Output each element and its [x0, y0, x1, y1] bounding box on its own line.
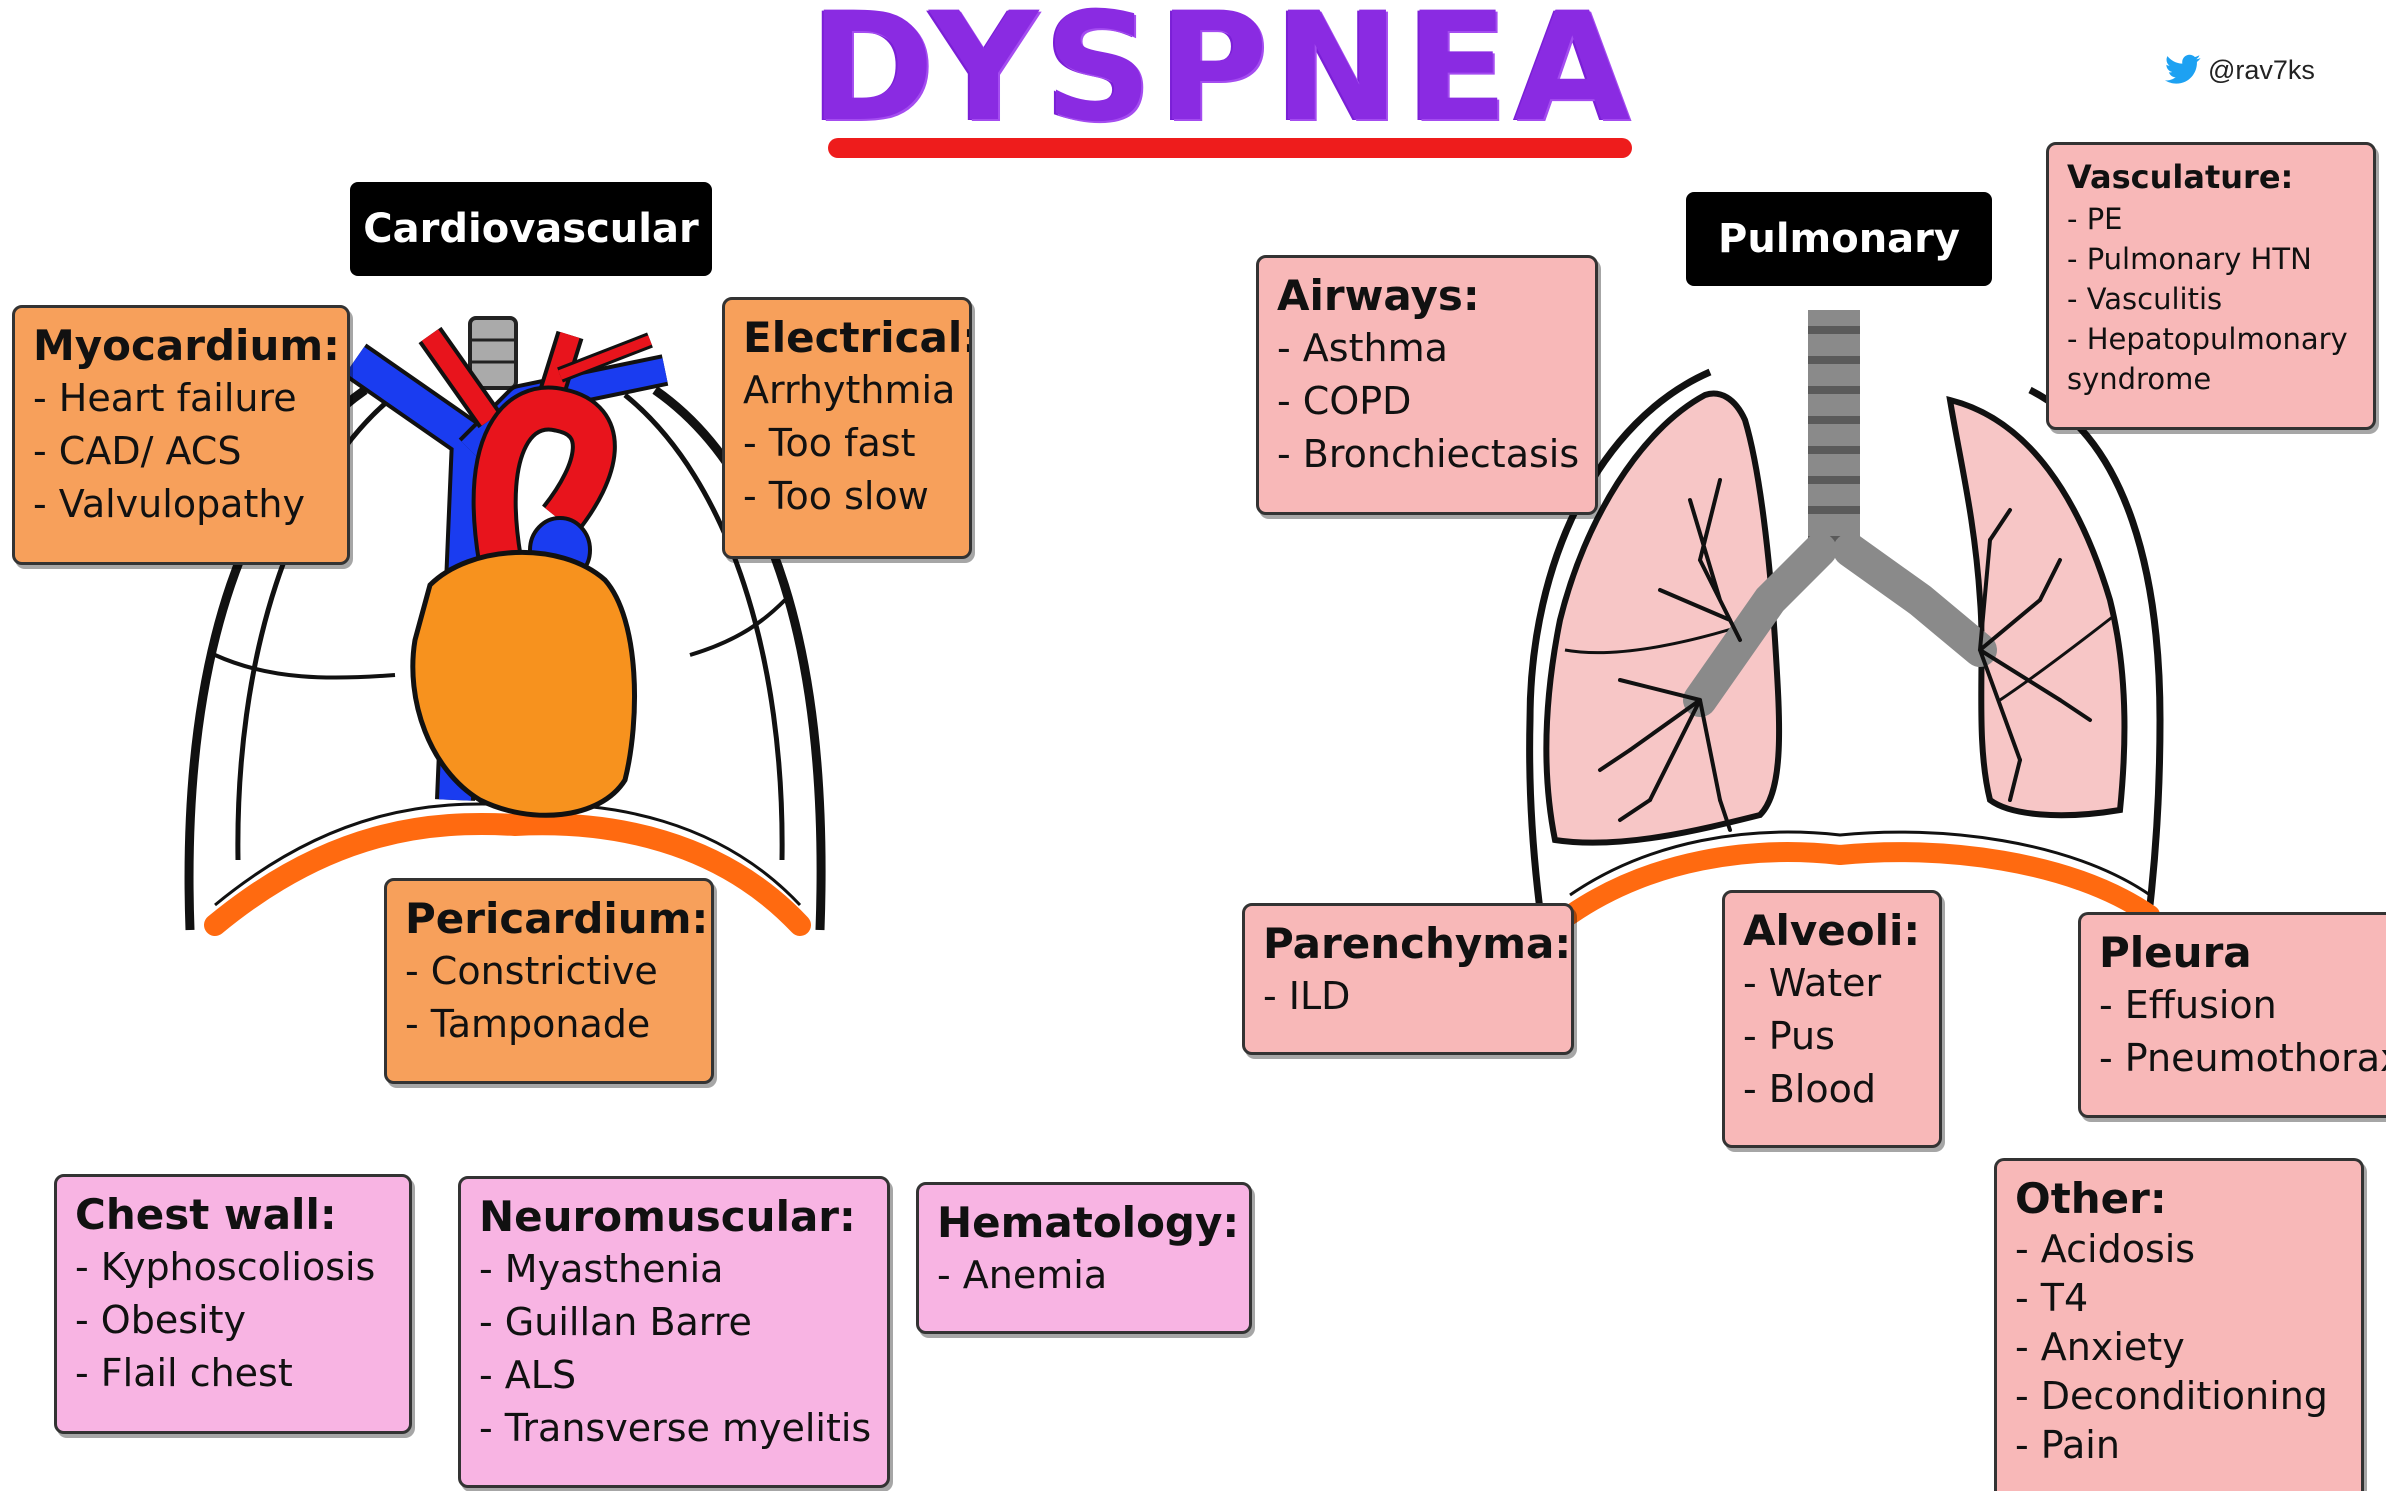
list-item: Pulmonary HTN: [2067, 239, 2355, 279]
hematology-title: Hematology: [937, 1198, 1223, 1247]
list-item: Transverse myelitis: [479, 1402, 871, 1455]
list-item: ALS: [479, 1349, 869, 1402]
list-item: Deconditioning: [2015, 1372, 2343, 1421]
list-item: Pain: [2015, 1421, 2343, 1470]
alveoli-box: Alveoli: Water Pus Blood: [1722, 890, 1942, 1148]
myocardium-box: Myocardium: Heart failure CAD/ ACS Valvu…: [12, 305, 350, 565]
airways-box: Airways: Asthma COPD Bronchiectasis: [1256, 255, 1598, 515]
parenchyma-box: Parenchyma: ILD: [1242, 903, 1574, 1055]
cardiovascular-label: Cardiovascular: [350, 182, 712, 276]
list-item: Water: [1743, 957, 1921, 1010]
list-item: Effusion: [2099, 979, 2368, 1032]
list-item: Tamponade: [405, 998, 693, 1051]
vasculature-title: Vasculature: [2067, 158, 2281, 196]
pleura-title: Pleura: [2099, 928, 2252, 977]
pleura-box: Pleura Effusion Pneumothorax: [2078, 912, 2386, 1118]
page-title: DYSPNEA: [810, 0, 1637, 155]
electrical-subtitle: Arrhythmia: [743, 368, 956, 412]
list-item: Asthma: [1277, 322, 1577, 375]
list-item: ILD: [1263, 970, 1553, 1023]
chest-wall-box: Chest wall: Kyphoscoliosis Obesity Flail…: [54, 1174, 412, 1434]
list-item: Too fast: [743, 417, 951, 470]
list-item: Obesity: [75, 1294, 391, 1347]
pericardium-box: Pericardium: Constrictive Tamponade: [384, 878, 714, 1084]
parenchyma-title: Parenchyma: [1263, 919, 1555, 968]
hematology-box: Hematology: Anemia: [916, 1182, 1252, 1334]
vasculature-box: Vasculature: PE Pulmonary HTN Vasculitis…: [2046, 142, 2376, 430]
list-item: Acidosis: [2015, 1225, 2343, 1274]
list-item: Heart failure: [33, 372, 329, 425]
electrical-title: Electrical: [743, 313, 963, 362]
lungs-drawing: [1526, 310, 2164, 925]
list-item: Guillan Barre: [479, 1296, 869, 1349]
title-underline: [828, 138, 1632, 158]
pericardium-title: Pericardium: [405, 894, 692, 943]
list-item: Bronchiectasis: [1277, 428, 1579, 481]
heart-chest-drawing: [184, 316, 826, 936]
list-item: COPD: [1277, 375, 1577, 428]
bird-icon: [2164, 54, 2201, 84]
twitter-handle[interactable]: @rav7ks: [2164, 52, 2315, 88]
pulmonary-label: Pulmonary: [1686, 192, 1992, 286]
alveoli-title: Alveoli: [1743, 906, 1904, 955]
other-title: Other:: [2015, 1174, 2167, 1223]
other-box: Other: Acidosis T4 Anxiety Deconditionin…: [1994, 1158, 2364, 1491]
list-item: Too slow: [743, 470, 951, 523]
list-item: Kyphoscoliosis: [75, 1241, 391, 1294]
list-item: T4: [2015, 1274, 2343, 1323]
chest-wall-title: Chest wall: [75, 1190, 320, 1239]
neuromuscular-title: Neuromuscular: [479, 1192, 840, 1241]
list-item: Valvulopathy: [33, 478, 329, 531]
list-item: Anxiety: [2015, 1323, 2343, 1372]
list-item: Flail chest: [75, 1347, 391, 1400]
list-item: Pneumothorax: [2099, 1032, 2386, 1085]
list-item: Blood: [1743, 1063, 1921, 1116]
electrical-box: Electrical: Arrhythmia Too fast Too slow: [722, 297, 972, 559]
list-item: Pus: [1743, 1010, 1921, 1063]
list-item: Hepatopulmonary syndrome: [2067, 319, 2355, 399]
list-item: Vasculitis: [2067, 279, 2355, 319]
list-item: Myasthenia: [479, 1243, 869, 1296]
list-item: Anemia: [937, 1249, 1231, 1302]
list-item: PE: [2067, 199, 2355, 239]
neuromuscular-box: Neuromuscular: Myasthenia Guillan Barre …: [458, 1176, 890, 1488]
myocardium-title: Myocardium: [33, 321, 324, 370]
airways-title: Airways: [1277, 271, 1463, 320]
list-item: CAD/ ACS: [33, 425, 329, 478]
twitter-handle-text: @rav7ks: [2208, 54, 2315, 85]
list-item: Constrictive: [405, 945, 693, 998]
